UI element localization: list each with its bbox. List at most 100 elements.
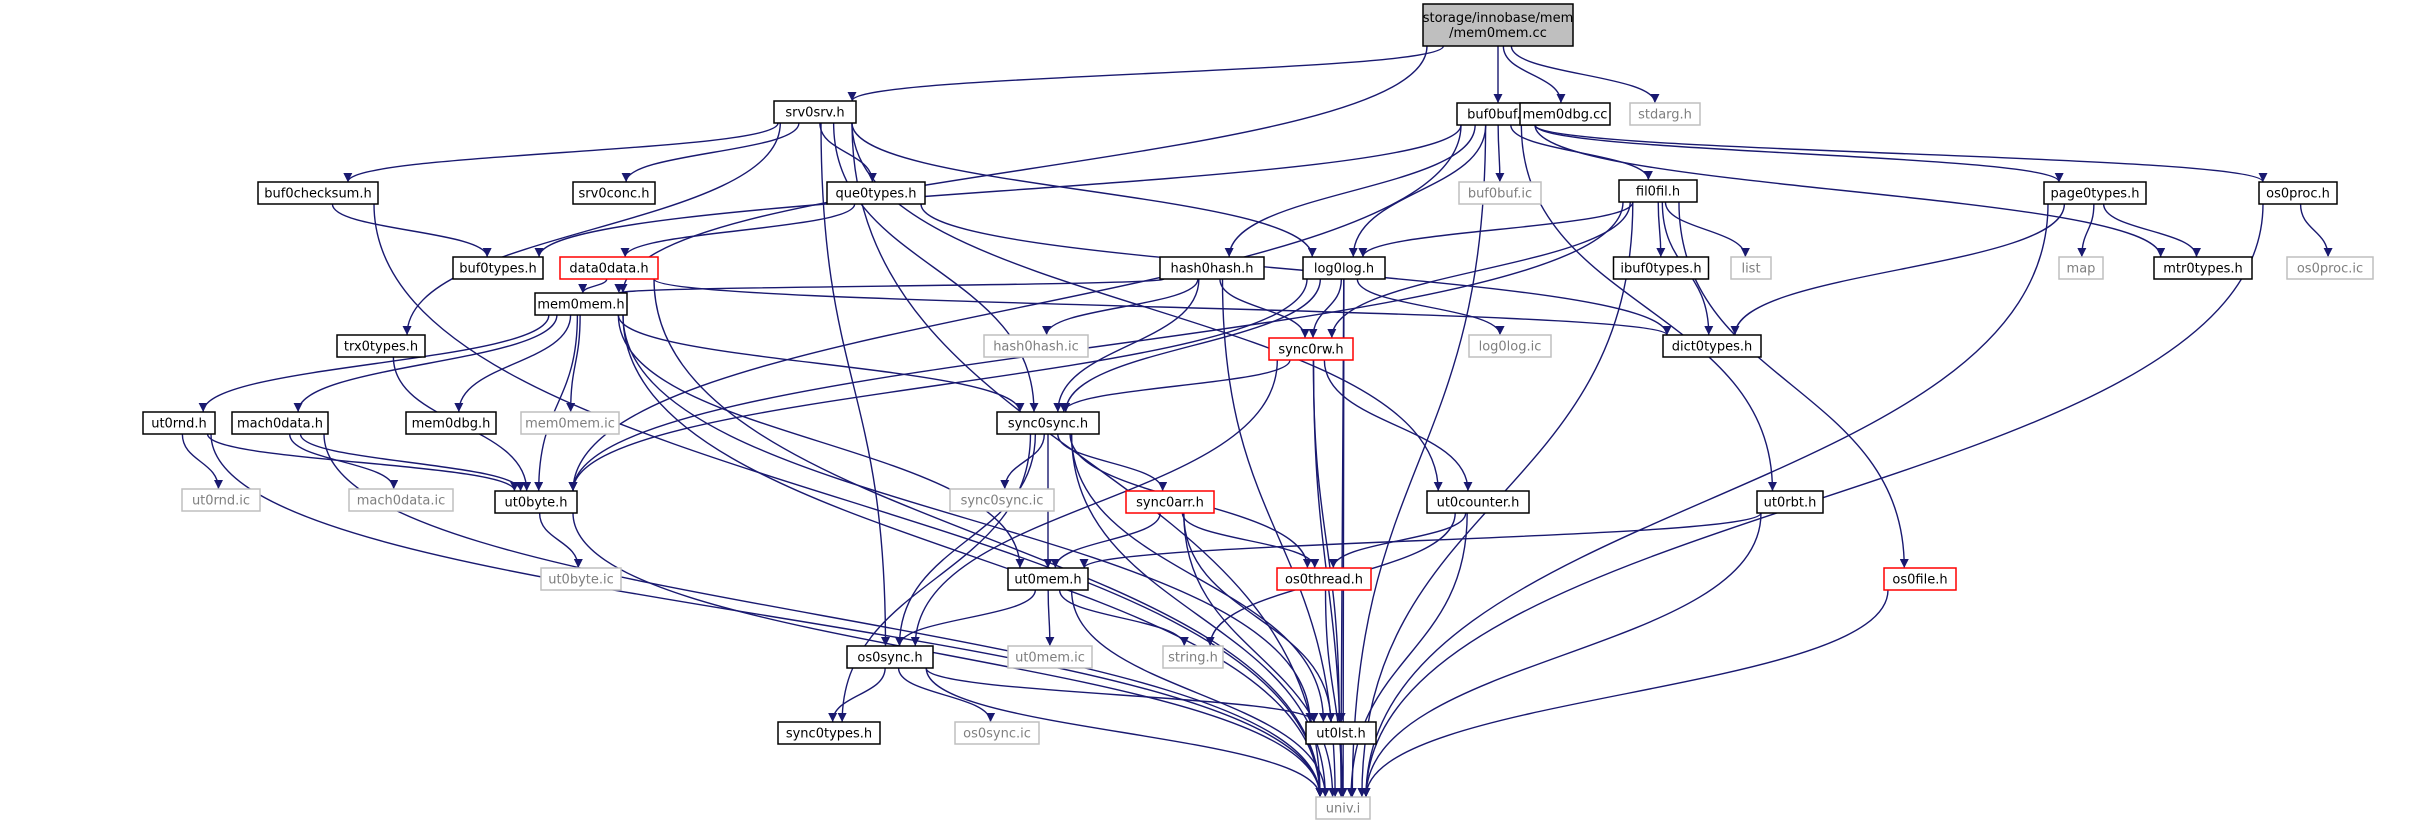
edge-ut0lst-to-univ (1338, 743, 1348, 798)
node-buf0buf[interactable]: buf0buf.h (1456, 102, 1540, 126)
node-os0proc[interactable]: os0proc.h (2258, 181, 2338, 205)
node-label-univ: univ.i (1326, 802, 1361, 817)
edge-mach0data-to-mach0data_ic (288, 433, 399, 490)
node-ut0rnd[interactable]: ut0rnd.h (142, 411, 216, 435)
node-fil0fil[interactable]: fil0fil.h (1618, 179, 1698, 203)
edge-data0data-to-mem0mem_h (578, 278, 608, 294)
node-box-hash0hash_ic (983, 334, 1089, 358)
edge-mem0mem_h-to-mach0data (293, 314, 558, 413)
node-box-trx0types (336, 334, 426, 358)
node-sync0types[interactable]: sync0types.h (777, 721, 881, 745)
node-que0types[interactable]: que0types.h (826, 181, 926, 205)
edge-root-to-mem0dbg_cc (1502, 45, 1566, 104)
node-box-srv0conc (572, 181, 656, 205)
edge-srv0srv-to-sync0sync (832, 122, 1039, 413)
node-box-ut0rnd_ic (181, 488, 261, 512)
node-box-mach0data_ic (348, 488, 454, 512)
node-label-srv0srv: srv0srv.h (785, 106, 844, 121)
node-label-ut0counter: ut0counter.h (1437, 496, 1520, 511)
node-box-mach0data (231, 411, 329, 435)
edge-ut0mem-to-os0sync (895, 589, 1037, 647)
edge-hash0hash-to-sync0rw (1219, 278, 1310, 339)
node-box-ut0mem_ic (1007, 645, 1093, 669)
node-ibuf0types[interactable]: ibuf0types.h (1612, 256, 1710, 280)
edge-log0log-to-log0log_ic (1356, 278, 1505, 336)
node-dict0types[interactable]: dict0types.h (1662, 334, 1762, 358)
node-box-data0data (559, 256, 659, 280)
node-srv0conc[interactable]: srv0conc.h (572, 181, 656, 205)
node-mem0dbg_cc[interactable]: mem0dbg.cc (1519, 102, 1611, 126)
node-box-buf0buf_ic (1458, 181, 1542, 205)
node-box-os0sync_ic (954, 721, 1040, 745)
node-trx0types[interactable]: trx0types.h (336, 334, 426, 358)
node-mach0data[interactable]: mach0data.h (231, 411, 329, 435)
node-univ: univ.i (1315, 796, 1371, 820)
edge-srv0srv-to-que0types (819, 122, 877, 183)
node-box-ut0byte (494, 490, 578, 514)
node-buf0checksum[interactable]: buf0checksum.h (257, 181, 379, 205)
node-box-log0log (1302, 256, 1386, 280)
edge-sync0arr-to-ut0lst (1182, 512, 1336, 723)
edge-log0log-to-sync0rw (1308, 278, 1343, 339)
edge-srv0srv-to-buf0checksum (343, 122, 779, 183)
node-os0thread[interactable]: os0thread.h (1276, 567, 1372, 591)
edge-mem0mem_h-to-ut0lst (622, 314, 1315, 723)
node-label-ut0rnd_ic: ut0rnd.ic (192, 494, 250, 509)
node-hash0hash[interactable]: hash0hash.h (1159, 256, 1265, 280)
node-box-os0thread (1276, 567, 1372, 591)
edge-buf0buf-to-hash0hash (1224, 124, 1476, 258)
node-os0sync[interactable]: os0sync.h (846, 645, 934, 669)
node-log0log[interactable]: log0log.h (1302, 256, 1386, 280)
node-label-root-1: /mem0mem.cc (1449, 26, 1547, 41)
node-ut0byte_ic: ut0byte.ic (540, 567, 622, 591)
node-sync0sync[interactable]: sync0sync.h (996, 411, 1100, 435)
node-box-dict0types (1662, 334, 1762, 358)
edge-ut0byte-to-univ (572, 512, 1325, 798)
node-mach0data_ic: mach0data.ic (348, 488, 454, 512)
node-srv0srv[interactable]: srv0srv.h (773, 100, 857, 124)
node-label-sync0types: sync0types.h (786, 727, 872, 742)
node-box-univ (1315, 796, 1371, 820)
edge-srv0srv-to-trx0types (402, 122, 781, 336)
edge-buf0buf-to-univ (1347, 124, 1487, 798)
node-label-srv0conc: srv0conc.h (579, 187, 650, 202)
node-box-buf0types (452, 256, 544, 280)
node-os0file[interactable]: os0file.h (1883, 567, 1957, 591)
node-ut0byte[interactable]: ut0byte.h (494, 490, 578, 514)
node-label-ut0byte_ic: ut0byte.ic (548, 573, 614, 588)
edge-data0data-to-univ (653, 278, 1325, 798)
node-page0types[interactable]: page0types.h (2043, 181, 2147, 205)
node-mtr0types[interactable]: mtr0types.h (2153, 256, 2253, 280)
node-ut0rbt[interactable]: ut0rbt.h (1756, 490, 1824, 514)
edge-que0types-to-dict0types (920, 203, 1672, 336)
node-box-ut0counter (1426, 490, 1530, 514)
node-sync0arr[interactable]: sync0arr.h (1125, 490, 1215, 514)
node-label-mach0data: mach0data.h (237, 417, 323, 432)
edge-ut0rnd-to-univ (210, 433, 1325, 798)
node-mem0dbg_h[interactable]: mem0dbg.h (405, 411, 497, 435)
edge-fil0fil-to-log0log (1358, 201, 1634, 258)
edge-fil0fil-to-list (1664, 201, 1750, 258)
edge-mach0data-to-ut0byte (299, 433, 526, 492)
node-sync0rw[interactable]: sync0rw.h (1268, 337, 1354, 361)
node-buf0types[interactable]: buf0types.h (452, 256, 544, 280)
node-log0log_ic: log0log.ic (1468, 334, 1552, 358)
node-label-os0file: os0file.h (1892, 573, 1947, 588)
edge-fil0fil-to-ibuf0types (1656, 201, 1666, 258)
edge-srv0srv-to-log0log (851, 122, 1317, 258)
node-data0data[interactable]: data0data.h (559, 256, 659, 280)
node-root[interactable]: storage/innobase/mem/mem0mem.cc (1422, 3, 1574, 47)
node-ut0counter[interactable]: ut0counter.h (1426, 490, 1530, 514)
node-label-sync0arr: sync0arr.h (1136, 496, 1204, 511)
node-label-ut0mem_ic: ut0mem.ic (1015, 651, 1085, 666)
node-ut0mem[interactable]: ut0mem.h (1007, 567, 1089, 591)
node-label-mtr0types: mtr0types.h (2163, 262, 2243, 277)
edge-srv0srv-to-srv0conc (621, 122, 800, 183)
node-ut0lst[interactable]: ut0lst.h (1305, 721, 1377, 745)
node-string: string.h (1162, 645, 1224, 669)
edge-buf0checksum-to-univ (373, 203, 1325, 798)
node-mem0mem_ic: mem0mem.ic (520, 411, 620, 435)
node-label-fil0fil: fil0fil.h (1636, 185, 1680, 200)
node-box-os0proc_ic (2286, 256, 2374, 280)
node-mem0mem_h[interactable]: mem0mem.h (534, 292, 628, 316)
